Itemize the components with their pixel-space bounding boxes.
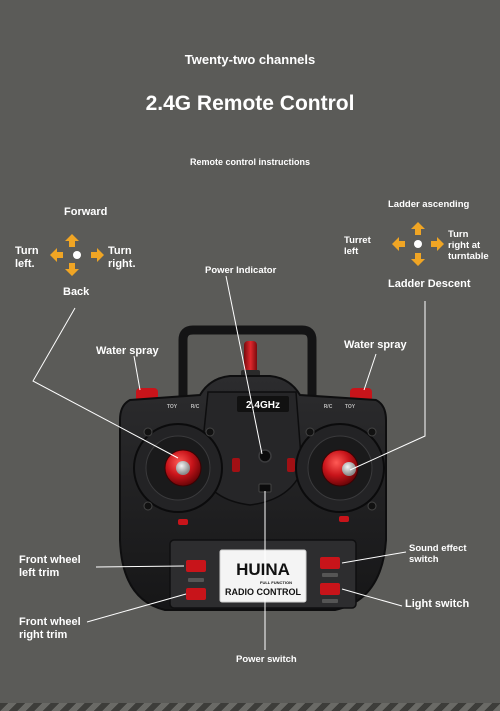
arrow-left-icon [50, 248, 63, 262]
right-direction-arrows [392, 222, 444, 266]
left-direction-arrows [50, 234, 104, 276]
label-front-wheel-left-trim: Front wheel left trim [19, 554, 81, 579]
sound-effect-button[interactable] [320, 557, 340, 569]
label-back: Back [63, 286, 90, 298]
page-title: 2.4G Remote Control [145, 92, 355, 115]
arrow-right-icon [431, 237, 444, 251]
arrow-down-icon [65, 263, 79, 276]
brand-label-plate [219, 549, 307, 603]
label-power-switch: Power switch [236, 654, 297, 665]
toy-label: TOY [167, 404, 178, 410]
rc-label-left: R/C [191, 404, 200, 410]
instructions-heading: Remote control instructions [189, 157, 310, 167]
remote-body [119, 325, 387, 611]
carry-handle [178, 325, 317, 400]
rc-label-right: R/C [324, 404, 333, 410]
arrow-down-icon [411, 253, 425, 266]
right-joystick[interactable] [321, 449, 359, 487]
bottom-hazard-stripe [0, 703, 500, 711]
brand-subtitle: FULL FUNCTION [260, 580, 292, 585]
power-switch [258, 483, 272, 493]
label-power-indicator: Power Indicator [205, 265, 277, 276]
toy-label-right: TOY [345, 404, 356, 410]
subtitle: Twenty-two channels [184, 52, 316, 67]
band-label: 2.4GHz [246, 400, 280, 411]
right-trim-button[interactable] [186, 588, 206, 600]
label-forward: Forward [64, 206, 108, 218]
label-ladder-ascending: Ladder ascending [388, 199, 470, 210]
label-turn-right: Turn right. [108, 245, 136, 270]
label-water-spray-left: Water spray [96, 345, 159, 357]
arrow-up-icon [65, 234, 79, 247]
label-turn-left: Turn left. [15, 245, 39, 270]
label-front-wheel-right-trim: Front wheel right trim [19, 616, 81, 641]
brand-logo: HUINA [236, 560, 290, 579]
left-joystick[interactable] [164, 449, 202, 487]
arrow-up-icon [411, 222, 425, 235]
center-dot-icon [73, 251, 81, 259]
model-label: RADIO CONTROL [225, 587, 301, 597]
callout-lines [32, 275, 426, 650]
label-ladder-descent: Ladder Descent [388, 278, 471, 290]
label-turret-left: Turret left [344, 235, 371, 257]
left-trim-button[interactable] [186, 560, 206, 572]
power-indicator-led [258, 449, 272, 463]
label-water-spray-right: Water spray [344, 339, 407, 351]
label-turn-right-turntable: Turn right at turntable [448, 229, 489, 262]
arrow-left-icon [392, 237, 405, 251]
arrow-right-icon [91, 248, 104, 262]
light-button[interactable] [320, 583, 340, 595]
label-light-switch: Light switch [405, 598, 470, 610]
label-sound-effect-switch: Sound effect switch [409, 543, 467, 565]
antenna [244, 341, 257, 375]
center-dot-icon [414, 240, 422, 248]
